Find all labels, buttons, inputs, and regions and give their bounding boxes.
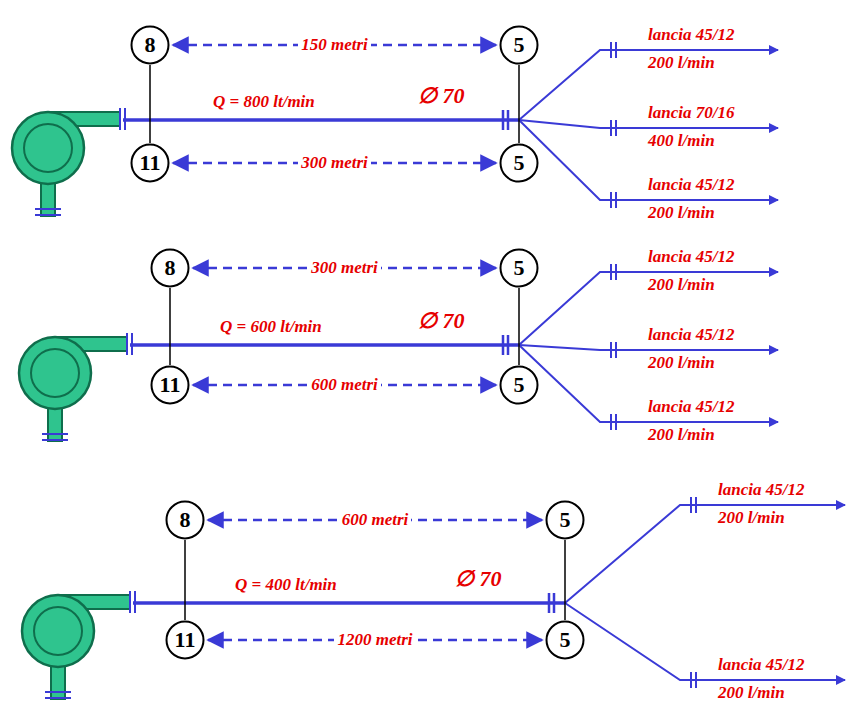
hose-label: lancia 45/12 (718, 481, 804, 499)
circle-number: 5 (514, 374, 525, 396)
distance-label: 300 metri (298, 154, 371, 173)
gauge-circle: 5 (499, 143, 539, 183)
distance-label: 300 metri (308, 259, 381, 278)
lance-branch (519, 120, 778, 200)
hose-line (133, 601, 565, 605)
distance-label: 600 metri (308, 376, 381, 395)
coupling-mark (611, 42, 616, 58)
hose-label: lancia 45/12 (648, 176, 734, 194)
circle-number: 5 (514, 152, 525, 174)
lance-branch (519, 345, 778, 350)
hose-label: 200 l/min (718, 509, 785, 527)
hose-label: Q = 800 lt/min (213, 93, 315, 111)
coupling-mark (611, 120, 616, 136)
circle-number: 5 (560, 629, 571, 651)
gauge-circle: 11 (150, 365, 190, 405)
circle-number: 8 (180, 509, 191, 531)
hose-label: lancia 45/12 (648, 326, 734, 344)
gauge-circle: 5 (545, 500, 585, 540)
lance-branches (519, 50, 845, 680)
gauge-leader (518, 288, 520, 365)
distance-label: 150 metri (298, 36, 371, 55)
coupling-mark (611, 414, 616, 430)
circle-number: 5 (514, 34, 525, 56)
coupling-mark (549, 593, 554, 613)
circle-number: 11 (140, 152, 161, 174)
coupling-mark (611, 192, 616, 208)
circle-number: 5 (560, 509, 571, 531)
hose-label: 200 l/min (648, 354, 715, 372)
coupling-mark (691, 497, 696, 513)
pump-symbol (19, 333, 132, 441)
hose-label: 200 l/min (648, 276, 715, 294)
coupling-mark (611, 342, 616, 358)
gauge-leader (184, 540, 186, 620)
hose-couplings (503, 110, 554, 613)
hose-label: 200 l/min (648, 54, 715, 72)
hose-label: ∅ 70 (418, 309, 465, 332)
lance-branch (565, 505, 845, 603)
hose-label: 200 l/min (648, 204, 715, 222)
coupling-mark (691, 672, 696, 688)
hose-label: 200 l/min (648, 426, 715, 444)
gauge-circle: 8 (150, 248, 190, 288)
hose-label: lancia 45/12 (718, 656, 804, 674)
gauge-circle: 5 (499, 25, 539, 65)
hose-label: ∅ 70 (455, 567, 502, 590)
gauge-leader (169, 288, 171, 365)
gauge-circle: 8 (165, 500, 205, 540)
lance-branch (565, 603, 845, 680)
hose-label: Q = 400 lt/min (235, 576, 337, 594)
gauge-circle: 5 (499, 248, 539, 288)
gauge-leader (518, 65, 520, 143)
hose-label: 400 l/min (648, 132, 715, 150)
hose-label: 200 l/min (718, 684, 785, 702)
lance-branch (519, 272, 778, 345)
circle-number: 8 (145, 34, 156, 56)
lance-branch (519, 345, 778, 422)
coupling-mark (503, 110, 508, 130)
hose-lines (123, 120, 565, 603)
circle-number: 8 (165, 257, 176, 279)
hose-line (130, 343, 519, 347)
hose-label: lancia 70/16 (648, 104, 734, 122)
gauge-circle: 5 (545, 620, 585, 660)
hose-line (123, 118, 519, 122)
gauge-leader (149, 65, 151, 143)
hose-label: lancia 45/12 (648, 26, 734, 44)
circle-number: 11 (175, 629, 196, 651)
circle-number: 11 (160, 374, 181, 396)
pump-symbol (12, 108, 125, 216)
coupling-mark (503, 335, 508, 355)
coupling-mark (611, 264, 616, 280)
gauge-leader (564, 540, 566, 620)
distance-label: 1200 metri (334, 631, 415, 650)
distance-label: 600 metri (339, 511, 412, 530)
gauge-circle: 8 (130, 25, 170, 65)
gauge-circle: 5 (499, 365, 539, 405)
hose-label: Q = 600 lt/min (220, 318, 322, 336)
hose-label: ∅ 70 (418, 84, 465, 107)
circle-number: 5 (514, 257, 525, 279)
hose-label: lancia 45/12 (648, 398, 734, 416)
gauge-circle: 11 (130, 143, 170, 183)
pump-symbol (22, 591, 135, 699)
gauge-circle: 11 (165, 620, 205, 660)
hose-label: lancia 45/12 (648, 248, 734, 266)
